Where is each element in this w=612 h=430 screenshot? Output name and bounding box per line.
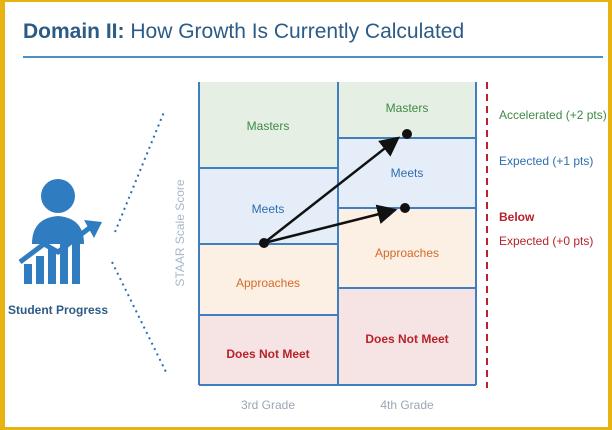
funnel-line-bottom — [111, 261, 167, 373]
g3-approaches-band — [199, 244, 338, 315]
growth-arrow-expected — [263, 204, 398, 245]
outcome-below-line1: Below — [499, 210, 535, 224]
outcome-accelerated: Accelerated (+2 pts) — [499, 108, 607, 122]
x-label-grade4: 4th Grade — [380, 398, 434, 412]
g4-notmeet-label: Does Not Meet — [365, 332, 448, 346]
end-point-masters — [402, 129, 412, 139]
growth-arrow-accelerated — [263, 136, 400, 244]
g4-meets-label: Meets — [391, 166, 424, 180]
start-point — [259, 238, 269, 248]
g3-masters-label: Masters — [247, 119, 290, 133]
icon-label: Student Progress — [8, 303, 108, 317]
g3-notmeet-label: Does Not Meet — [226, 347, 309, 361]
g4-approaches-band — [338, 208, 476, 288]
title-underline — [23, 56, 603, 58]
g4-masters-label: Masters — [386, 101, 429, 115]
g4-meets-band — [338, 138, 476, 208]
page-title: Domain II: How Growth Is Currently Calcu… — [23, 20, 465, 43]
g3-approaches-label: Approaches — [236, 276, 300, 290]
outcome-below-line2: Expected (+0 pts) — [499, 234, 593, 248]
y-axis-label: STAAR Scale Score — [173, 179, 187, 286]
g3-meets-label: Meets — [252, 202, 285, 216]
g3-notmeet-band — [199, 315, 338, 385]
g3-masters-band — [199, 82, 338, 168]
g4-approaches-label: Approaches — [375, 246, 439, 260]
x-label-grade3: 3rd Grade — [241, 398, 295, 412]
student-progress-icon — [18, 179, 102, 284]
end-point-meets — [400, 203, 410, 213]
funnel-line-top — [114, 111, 165, 233]
g4-masters-band — [338, 82, 476, 138]
outcome-expected: Expected (+1 pts) — [499, 154, 593, 168]
g4-notmeet-band — [338, 288, 476, 385]
